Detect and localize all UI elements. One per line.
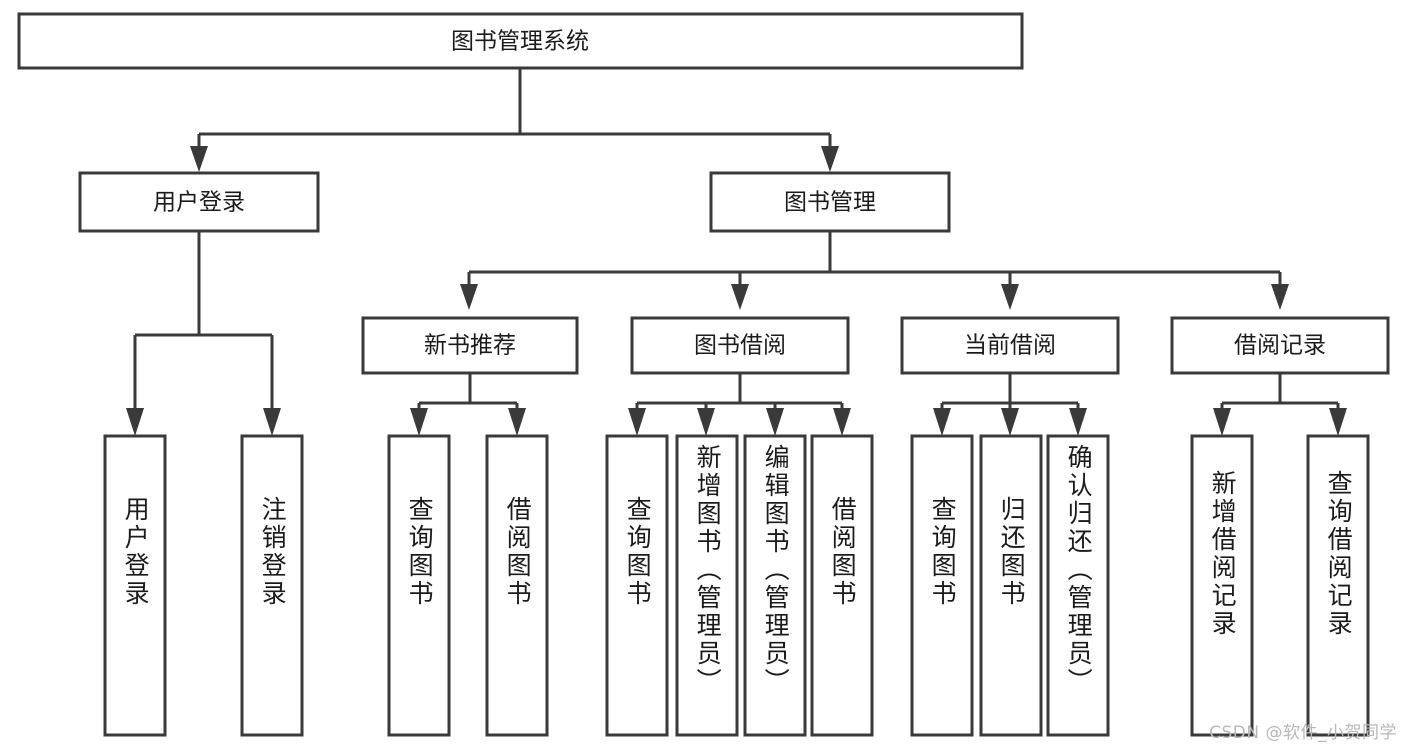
leaf-box-add-record[interactable]: [1190, 434, 1254, 737]
arrow-head-icon: [933, 408, 951, 436]
node-borrow-record-label: 借阅记录: [1234, 333, 1326, 359]
node-new-book-recommend-label: 新书推荐: [424, 333, 516, 359]
arrow-head-icon: [126, 408, 144, 436]
arrow-head-icon: [263, 408, 281, 436]
node-borrow-record-box[interactable]: [1170, 316, 1390, 375]
node-user-login-label: 用户登录: [153, 190, 245, 216]
node-book-borrow-box[interactable]: [630, 316, 850, 375]
arrow-head-icon: [1213, 408, 1231, 436]
node-borrow-record[interactable]: 借阅记录: [1170, 316, 1390, 375]
arrow-head-icon: [697, 408, 715, 436]
leaf-box-confirm-return[interactable]: [1046, 434, 1110, 737]
leaf-box-query-book-2[interactable]: [605, 434, 669, 737]
arrow-head-icon: [1001, 284, 1019, 310]
node-book-management-label: 图书管理: [784, 190, 876, 216]
leaf-box-user-login[interactable]: [103, 434, 167, 737]
arrow-head-icon: [1329, 408, 1347, 436]
node-book-management-box[interactable]: [709, 171, 951, 233]
arrow-head-icon: [190, 146, 208, 172]
node-book-management[interactable]: 图书管理: [709, 171, 951, 233]
leaf-box-query-book-3[interactable]: [910, 434, 974, 737]
node-user-login[interactable]: 用户登录: [78, 171, 320, 233]
leaf-box-add-book[interactable]: [675, 434, 739, 737]
leaf-box-edit-book[interactable]: [743, 434, 807, 737]
node-current-borrow-box[interactable]: [900, 316, 1120, 375]
arrow-head-icon: [821, 146, 839, 172]
node-new-book-recommend[interactable]: 新书推荐: [361, 316, 579, 375]
arrow-head-icon: [766, 408, 784, 436]
arrow-head-icon: [1001, 408, 1019, 436]
arrow-head-icon: [410, 408, 428, 436]
csdn-watermark: CSDN @软件_小贺同学: [1209, 723, 1397, 743]
node-new-book-recommend-box[interactable]: [361, 316, 579, 375]
arrow-head-icon: [460, 284, 478, 310]
node-root-label: 图书管理系统: [451, 29, 589, 55]
node-book-borrow-label: 图书借阅: [694, 333, 786, 359]
arrow-head-icon: [628, 408, 646, 436]
leaf-box-logout[interactable]: [240, 434, 304, 737]
arrow-head-icon: [833, 408, 851, 436]
arrow-head-icon: [1069, 408, 1087, 436]
node-root-box[interactable]: [17, 12, 1024, 70]
node-current-borrow[interactable]: 当前借阅: [900, 316, 1120, 375]
leaf-box-borrow-book-2[interactable]: [810, 434, 874, 737]
node-book-borrow[interactable]: 图书借阅: [630, 316, 850, 375]
leaf-box-query-record[interactable]: [1306, 434, 1370, 737]
arrow-head-icon: [1271, 284, 1289, 310]
arrow-head-icon: [731, 284, 749, 310]
arrow-head-icon: [508, 408, 526, 436]
node-root[interactable]: 图书管理系统: [17, 12, 1024, 70]
leaf-box-query-book-1[interactable]: [387, 434, 451, 737]
leaf-box-borrow-book-1[interactable]: [485, 434, 549, 737]
node-current-borrow-label: 当前借阅: [964, 333, 1056, 359]
leaf-box-return-book[interactable]: [979, 434, 1043, 737]
